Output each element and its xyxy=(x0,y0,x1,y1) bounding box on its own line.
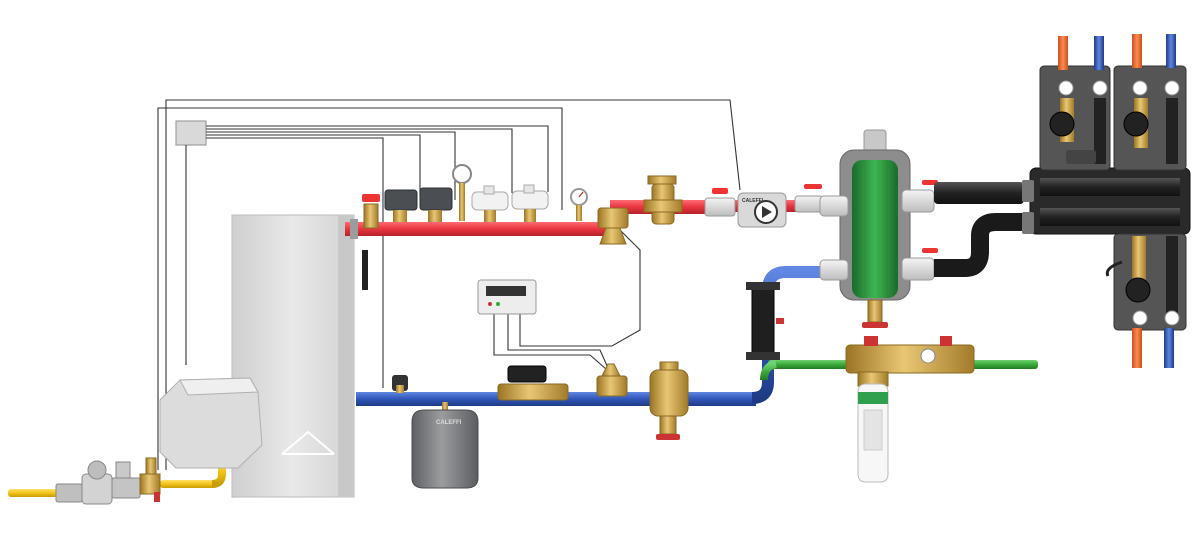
hydraulic-separator-icon xyxy=(819,129,938,328)
flow-strainer xyxy=(597,207,629,245)
pressure-gauge-icon xyxy=(570,188,588,221)
ball-valve-flow xyxy=(704,188,736,217)
distribution-manifold-icon xyxy=(1022,167,1191,235)
secondary-pipes xyxy=(934,182,1024,277)
ball-valve-flow-2 xyxy=(794,184,824,213)
zone-valve-actuator-icon xyxy=(384,187,453,222)
zone-actuator-white xyxy=(471,184,549,222)
plate-heat-exchanger xyxy=(746,282,784,360)
boiler-burner xyxy=(159,377,263,469)
boiler-flow-valve xyxy=(362,194,380,229)
heat-meter xyxy=(497,365,569,401)
control-panel-icon xyxy=(477,279,537,315)
control-wiring xyxy=(157,99,741,470)
return-strainer xyxy=(596,363,628,397)
expansion-tank-icon: CALEFFI xyxy=(411,402,479,489)
gas-valve-icon xyxy=(55,457,161,505)
dirt-separator-flow xyxy=(643,175,683,225)
gas-supply-line xyxy=(8,457,226,505)
tank-brand-label: CALEFFI xyxy=(436,420,462,426)
thermometer-icon xyxy=(452,164,472,221)
return-valve xyxy=(392,375,408,393)
boiler-icon xyxy=(159,214,368,498)
control-junction-box xyxy=(175,120,207,146)
pump-station-icon xyxy=(1039,34,1187,368)
circulation-pump-icon: CALEFFI xyxy=(737,192,787,228)
water-filter-icon xyxy=(845,336,975,483)
dirt-separator-icon xyxy=(649,361,689,440)
pump-brand-label: CALEFFI xyxy=(742,198,764,204)
